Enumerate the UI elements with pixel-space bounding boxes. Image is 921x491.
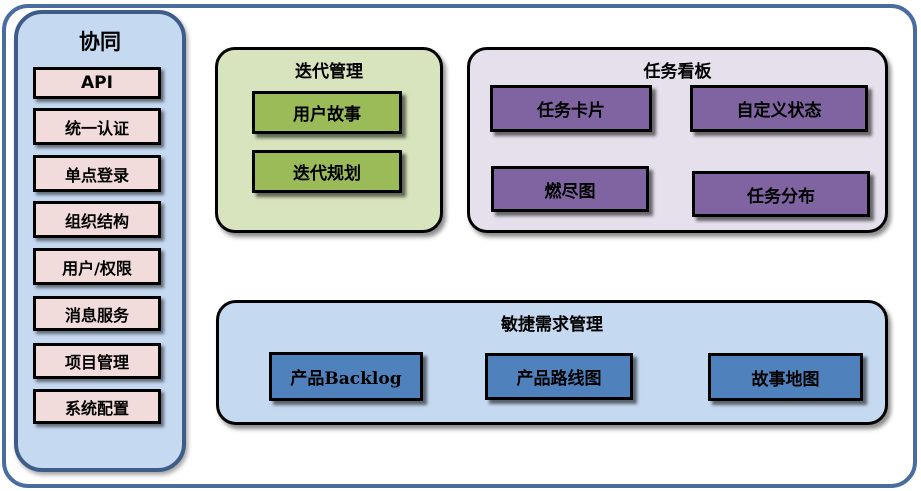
section-iteration-management: 迭代管理 用户故事 迭代规划: [215, 47, 443, 233]
card-product-roadmap: 产品路线图: [485, 353, 633, 400]
section-agile-requirements: 敏捷需求管理 产品Backlog 产品路线图 故事地图: [216, 300, 888, 425]
card-task-card: 任务卡片: [490, 85, 652, 132]
card-user-story: 用户故事: [252, 91, 402, 134]
task-board-title: 任务看板: [643, 62, 712, 82]
sidebar-collaboration-panel: 协同 API 统一认证 单点登录 组织结构 用户/权限 消息服务 项目管理 系统…: [14, 10, 186, 472]
sidebar-item-unified-auth: 统一认证: [33, 108, 161, 145]
iteration-management-title: 迭代管理: [295, 62, 363, 82]
sidebar-item-project-management: 项目管理: [33, 343, 161, 379]
sidebar-item-api: API: [33, 67, 161, 99]
card-custom-status: 自定义状态: [690, 85, 868, 132]
card-story-map: 故事地图: [708, 353, 863, 401]
section-task-board: 任务看板 任务卡片 自定义状态 燃尽图 任务分布: [467, 47, 888, 233]
card-task-distribution: 任务分布: [692, 171, 870, 217]
sidebar-item-system-config: 系统配置: [33, 389, 161, 424]
outer-frame: [2, 4, 917, 488]
sidebar-item-sso: 单点登录: [33, 155, 161, 192]
card-iteration-planning: 迭代规划: [252, 150, 402, 193]
sidebar-item-user-permissions: 用户/权限: [33, 248, 161, 285]
card-burndown-chart: 燃尽图: [491, 166, 649, 212]
sidebar-title: 协同: [79, 30, 121, 54]
card-product-backlog: 产品Backlog: [269, 352, 423, 401]
sidebar-item-org-structure: 组织结构: [33, 201, 161, 238]
sidebar-item-message-service: 消息服务: [33, 296, 161, 331]
agile-requirements-title: 敏捷需求管理: [501, 315, 603, 335]
